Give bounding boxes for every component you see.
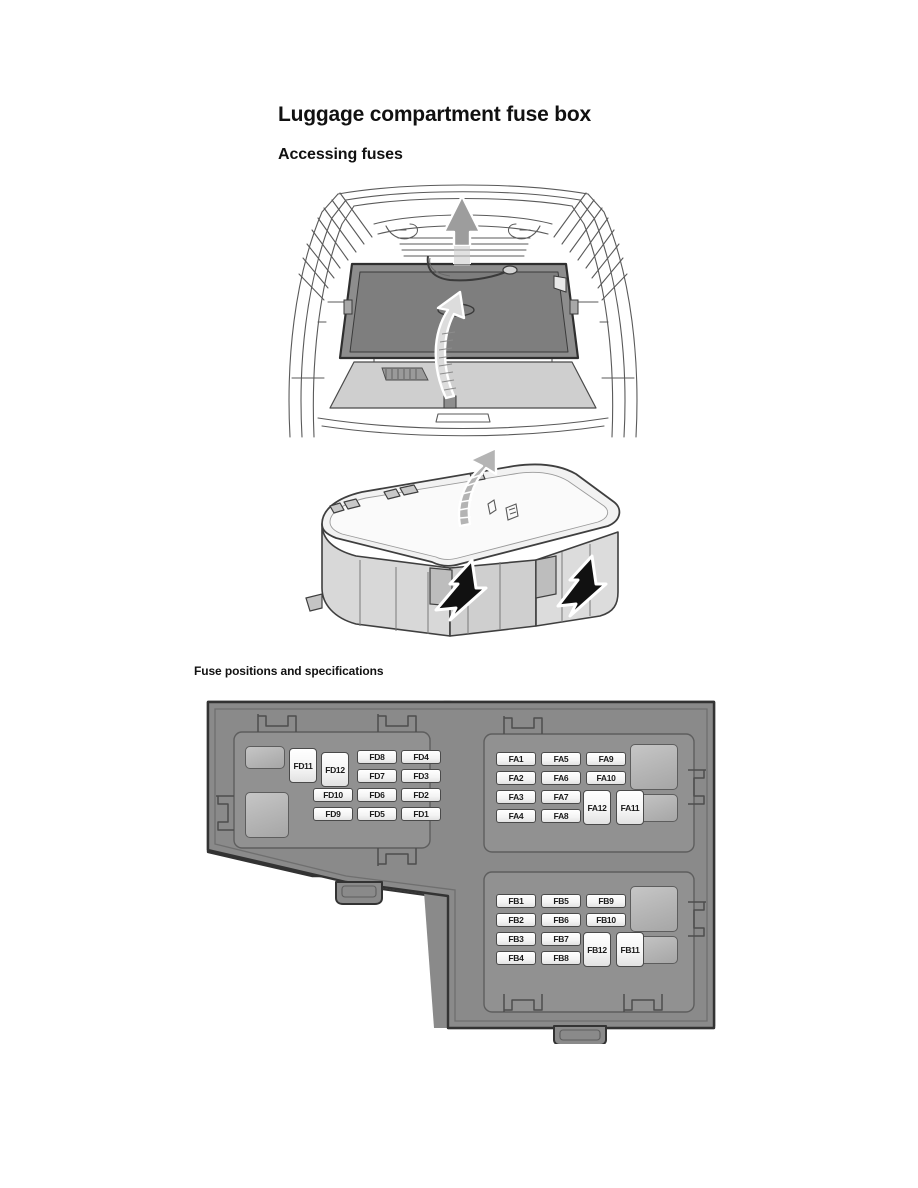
page-title: Luggage compartment fuse box bbox=[278, 103, 591, 126]
fuse-FA11[interactable]: FA11 bbox=[616, 790, 644, 825]
fuse-FB2[interactable]: FB2 bbox=[496, 913, 536, 927]
luggage-compartment-illustration bbox=[278, 182, 648, 440]
fuse-FB9[interactable]: FB9 bbox=[586, 894, 626, 908]
fuse-FD3[interactable]: FD3 bbox=[401, 769, 441, 783]
fuse-FA8[interactable]: FA8 bbox=[541, 809, 581, 823]
fuse-layer: FD11 FD12 FD8 FD7 FD6 FD5 FD4 FD3 FD2 FD… bbox=[196, 696, 726, 1044]
fuse-FB6[interactable]: FB6 bbox=[541, 913, 581, 927]
fuse-FA10[interactable]: FA10 bbox=[586, 771, 626, 785]
curved-arrow-icon bbox=[434, 290, 466, 400]
fuse-FA9[interactable]: FA9 bbox=[586, 752, 626, 766]
fuse-box-diagram: FD11 FD12 FD8 FD7 FD6 FD5 FD4 FD3 FD2 FD… bbox=[196, 696, 726, 1044]
fuse-FB1[interactable]: FB1 bbox=[496, 894, 536, 908]
fuse-FA7[interactable]: FA7 bbox=[541, 790, 581, 804]
fuse-box-cover-illustration bbox=[300, 446, 640, 653]
relay-fd-small-top[interactable] bbox=[245, 746, 285, 769]
fuse-FD2[interactable]: FD2 bbox=[401, 788, 441, 802]
relay-fd-large-bottom[interactable] bbox=[245, 792, 289, 838]
fuse-FB12[interactable]: FB12 bbox=[583, 932, 611, 967]
fuse-FA12[interactable]: FA12 bbox=[583, 790, 611, 825]
fuse-FA6[interactable]: FA6 bbox=[541, 771, 581, 785]
up-arrow-icon bbox=[442, 194, 482, 266]
fuse-FB3[interactable]: FB3 bbox=[496, 932, 536, 946]
fuse-FB10[interactable]: FB10 bbox=[586, 913, 626, 927]
fuse-FB5[interactable]: FB5 bbox=[541, 894, 581, 908]
fuse-FB8[interactable]: FB8 bbox=[541, 951, 581, 965]
fuse-FD8[interactable]: FD8 bbox=[357, 750, 397, 764]
fuse-FD7[interactable]: FD7 bbox=[357, 769, 397, 783]
fuse-FD6[interactable]: FD6 bbox=[357, 788, 397, 802]
black-arrow-left-icon bbox=[434, 558, 488, 622]
fuse-FD10[interactable]: FD10 bbox=[313, 788, 353, 802]
fuse-FA4[interactable]: FA4 bbox=[496, 809, 536, 823]
curved-arrow-lift-icon bbox=[457, 446, 498, 528]
relay-fa-square[interactable] bbox=[630, 744, 678, 790]
fuse-FB11[interactable]: FB11 bbox=[616, 932, 644, 967]
fuse-FD9[interactable]: FD9 bbox=[313, 807, 353, 821]
fuse-FA2[interactable]: FA2 bbox=[496, 771, 536, 785]
fuse-positions-caption: Fuse positions and specifications bbox=[194, 664, 384, 678]
fuse-FD12[interactable]: FD12 bbox=[321, 752, 349, 787]
fuse-FA3[interactable]: FA3 bbox=[496, 790, 536, 804]
fuse-FA1[interactable]: FA1 bbox=[496, 752, 536, 766]
fuse-FD5[interactable]: FD5 bbox=[357, 807, 397, 821]
black-arrow-right-icon bbox=[556, 554, 608, 618]
fuse-FD11[interactable]: FD11 bbox=[289, 748, 317, 783]
fuse-FD4[interactable]: FD4 bbox=[401, 750, 441, 764]
fuse-FA5[interactable]: FA5 bbox=[541, 752, 581, 766]
fuse-FD1[interactable]: FD1 bbox=[401, 807, 441, 821]
section-subtitle: Accessing fuses bbox=[278, 146, 403, 163]
fuse-FB7[interactable]: FB7 bbox=[541, 932, 581, 946]
relay-fb-square[interactable] bbox=[630, 886, 678, 932]
fuse-FB4[interactable]: FB4 bbox=[496, 951, 536, 965]
